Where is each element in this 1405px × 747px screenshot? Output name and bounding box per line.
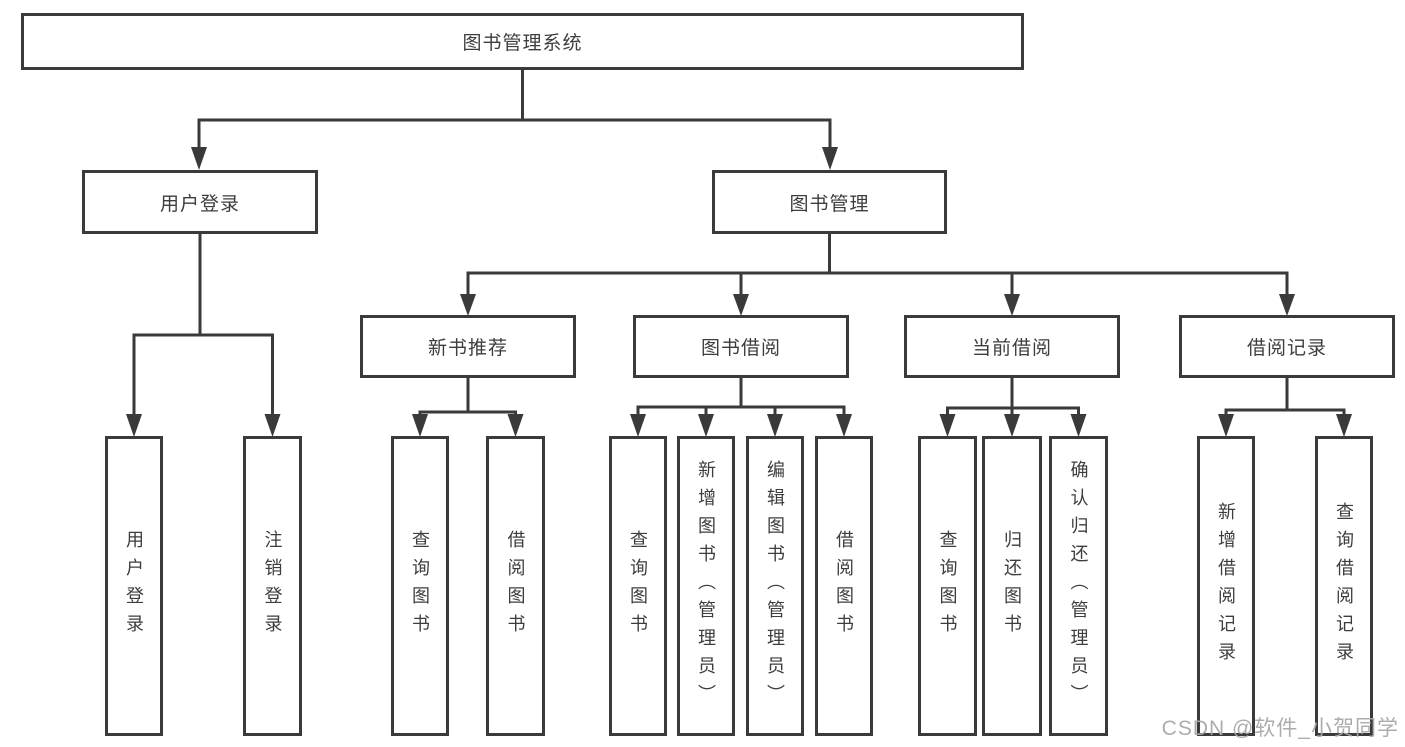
leaf-query-books-1-label: 查询图书 [410,530,430,642]
leaf-add-borrow-record-label: 新增借阅记录 [1216,502,1236,670]
leaf-borrow-books-2: 借阅图书 [815,436,873,736]
connector-currentborrow-to-leaves [939,378,1087,437]
node-book-management: 图书管理 [712,170,947,234]
arrowhead [630,414,646,437]
connector-root-to-level2 [191,68,838,170]
node-new-book-recommend: 新书推荐 [360,315,576,378]
leaf-add-borrow-record: 新增借阅记录 [1197,436,1255,736]
arrowhead [1070,414,1087,437]
node-current-borrow-label: 当前借阅 [971,338,1052,359]
leaf-query-books-3-label: 查询图书 [937,530,958,642]
connector-bookmgmt-to-level3 [460,234,1295,316]
leaf-confirm-return-admin-label: 确认归还（管理员） [1068,460,1089,712]
arrowhead [1279,294,1295,316]
leaf-query-borrow-record: 查询借阅记录 [1315,436,1373,736]
connector-bookborrow-to-leaves [630,378,852,437]
leaf-user-login: 用户登录 [105,436,163,736]
leaf-add-books-admin: 新增图书（管理员） [677,436,735,736]
leaf-edit-books-admin: 编辑图书（管理员） [746,436,804,736]
arrowhead [836,414,852,437]
arrowhead [767,414,783,437]
arrowhead [460,294,476,316]
arrowhead [126,414,142,437]
node-book-borrow: 图书借阅 [633,315,849,378]
node-user-login: 用户登录 [82,170,318,234]
leaf-query-books-1: 查询图书 [391,436,449,736]
arrowhead [1218,414,1234,437]
arrowhead [1004,294,1020,316]
leaf-edit-books-admin-label: 编辑图书（管理员） [765,460,785,712]
leaf-query-borrow-record-label: 查询借阅记录 [1334,502,1354,670]
connector-records-to-leaves [1218,378,1352,437]
arrowhead [733,294,749,316]
arrowhead [698,414,714,437]
leaf-return-books-label: 归还图书 [1002,530,1022,642]
node-user-login-label: 用户登录 [159,193,240,215]
arrowhead [191,147,207,170]
node-borrow-records-label: 借阅记录 [1246,338,1327,359]
node-book-borrow-label: 图书借阅 [700,338,781,359]
connector-userlogin-to-leaves [126,234,281,437]
leaf-user-login-label: 用户登录 [124,530,144,642]
arrowhead [412,414,428,437]
arrowhead [939,414,956,437]
arrowhead [1336,414,1352,437]
leaf-confirm-return-admin: 确认归还（管理员） [1049,436,1108,736]
leaf-add-books-admin-label: 新增图书（管理员） [696,460,716,712]
node-root-label: 图书管理系统 [462,33,583,54]
leaf-query-books-2-label: 查询图书 [628,530,648,642]
watermark: CSDN @软件_小贺同学 [1161,717,1399,740]
arrowhead [1004,414,1020,437]
node-root: 图书管理系统 [21,13,1024,70]
node-new-book-recommend-label: 新书推荐 [427,338,508,359]
connector-newrec-to-leaves [412,378,524,437]
node-book-management-label: 图书管理 [789,193,870,215]
leaf-borrow-books-1-label: 借阅图书 [505,530,526,642]
leaf-query-books-3: 查询图书 [918,436,977,736]
arrowhead [507,414,524,437]
leaf-return-books: 归还图书 [982,436,1042,736]
arrowhead [822,147,838,170]
leaf-logout: 注销登录 [243,436,302,736]
node-current-borrow: 当前借阅 [904,315,1120,378]
leaf-logout-label: 注销登录 [262,530,283,642]
node-borrow-records: 借阅记录 [1179,315,1395,378]
leaf-borrow-books-2-label: 借阅图书 [834,530,854,642]
leaf-query-books-2: 查询图书 [609,436,667,736]
leaf-borrow-books-1: 借阅图书 [486,436,545,736]
arrowhead [264,414,281,437]
